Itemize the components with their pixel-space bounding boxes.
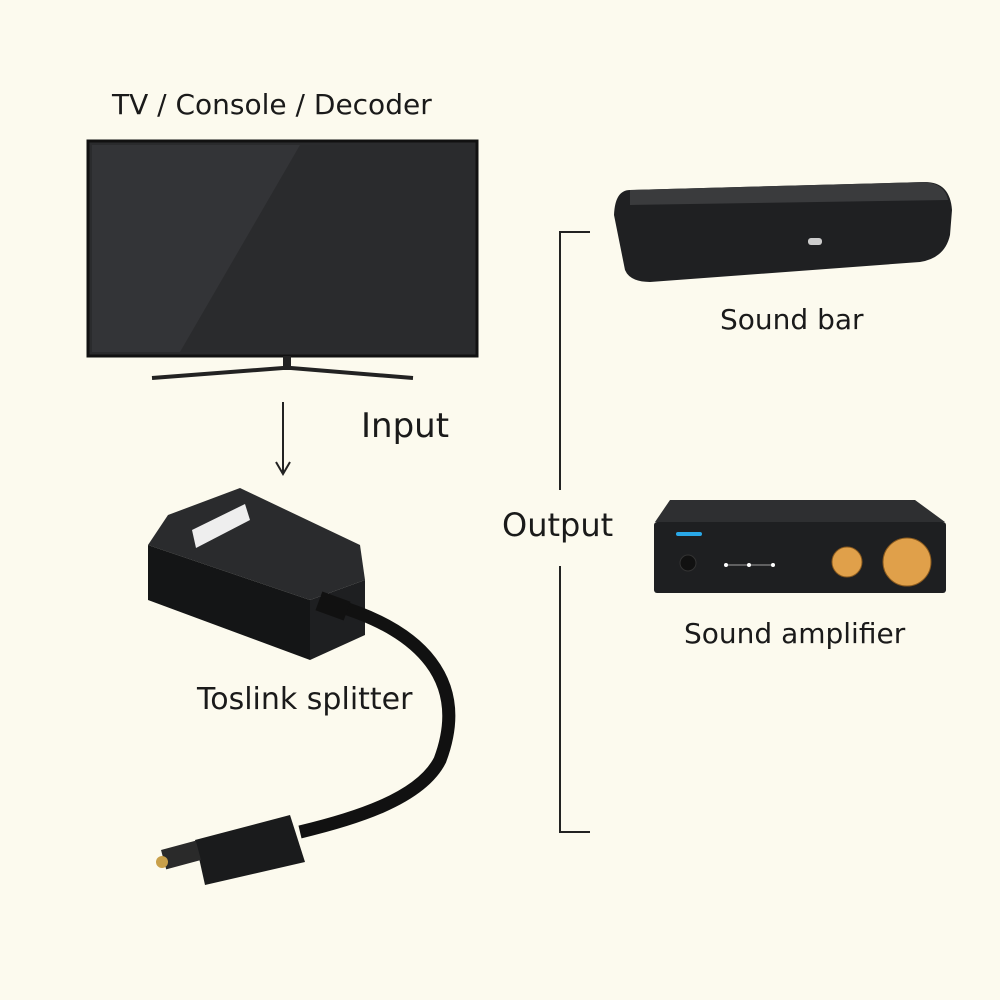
- source-label: TV / Console / Decoder: [112, 88, 432, 121]
- output-label: Output: [502, 506, 614, 544]
- toslink-splitter-label: Toslink splitter: [197, 682, 413, 717]
- sound-bar-label: Sound bar: [720, 303, 864, 336]
- tv-icon: [86, 139, 479, 380]
- amplifier-icon: [654, 500, 946, 593]
- sound-bar-icon: [614, 182, 952, 282]
- toslink-splitter-icon: [148, 488, 456, 885]
- input-arrow: [275, 402, 291, 476]
- input-label: Input: [361, 406, 450, 446]
- sound-amplifier-label: Sound amplifier: [684, 617, 906, 650]
- output-bracket: [559, 231, 590, 833]
